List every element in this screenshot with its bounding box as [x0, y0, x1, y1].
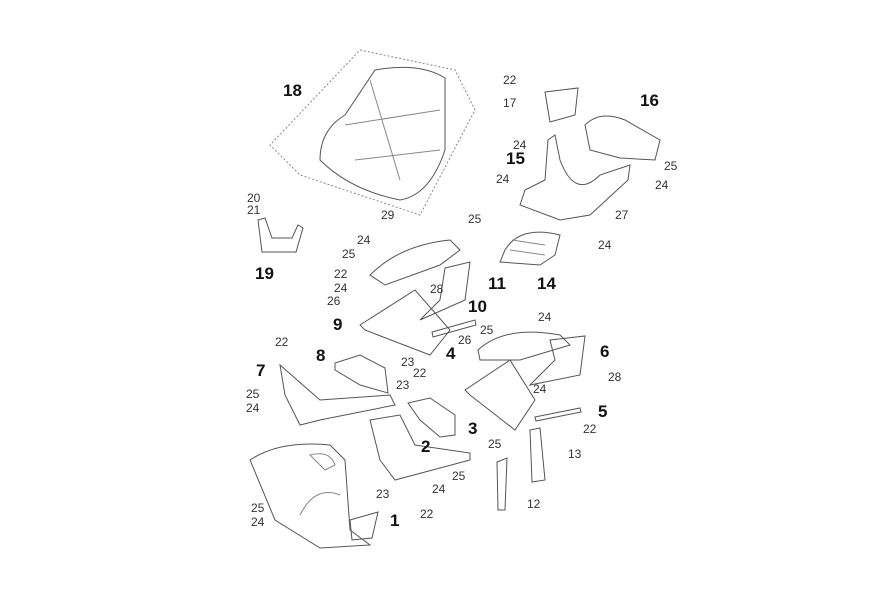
callout-13: 13: [568, 447, 582, 461]
callout-25: 25: [246, 387, 260, 401]
callout-28: 28: [608, 370, 622, 384]
callout-10: 10: [468, 297, 487, 316]
part-11b: [419, 261, 471, 321]
part-6: [528, 335, 586, 386]
callout-24: 24: [496, 172, 510, 186]
callout-17: 17: [503, 96, 517, 110]
callout-24: 24: [538, 310, 552, 324]
windshield-group-outline: [269, 49, 476, 216]
callout-24: 24: [334, 281, 348, 295]
part-15: [519, 134, 631, 221]
callout-24: 24: [655, 178, 669, 192]
callout-26: 26: [458, 333, 472, 347]
callout-11: 11: [488, 274, 506, 293]
callout-25: 25: [488, 437, 502, 451]
part-14: [499, 231, 561, 266]
callout-6: 6: [600, 342, 610, 361]
part-1-fin: [349, 511, 379, 541]
callout-15: 15: [506, 149, 525, 168]
callout-24: 24: [533, 382, 547, 396]
callout-24: 24: [598, 238, 612, 252]
callout-22: 22: [275, 335, 289, 349]
callout-5: 5: [598, 402, 608, 421]
callout-27: 27: [615, 208, 629, 222]
callout-3: 3: [468, 419, 478, 438]
part-13: [529, 427, 546, 483]
part-16: [584, 115, 661, 161]
callout-19: 19: [255, 264, 274, 283]
callout-12: 12: [527, 497, 541, 511]
callout-23: 23: [396, 378, 410, 392]
callout-8: 8: [316, 346, 326, 365]
part-17: [544, 87, 579, 123]
callout-25: 25: [480, 323, 494, 337]
callout-24: 24: [357, 233, 371, 247]
part-1: [249, 443, 372, 549]
callout-22: 22: [334, 267, 348, 281]
part-19: [257, 217, 304, 253]
callout-21: 21: [247, 203, 261, 217]
callout-28: 28: [430, 282, 444, 296]
part-2: [369, 414, 471, 481]
callout-24: 24: [251, 515, 265, 529]
callout-26: 26: [327, 294, 341, 308]
part-11: [369, 239, 461, 286]
callout-29: 29: [381, 208, 395, 222]
part-4: [477, 331, 571, 361]
callout-25: 25: [468, 212, 482, 226]
callout-23: 23: [376, 487, 390, 501]
part-5: [534, 407, 582, 422]
callout-22: 22: [420, 507, 434, 521]
callout-9: 9: [333, 315, 343, 334]
callout-22: 22: [503, 73, 517, 87]
callout-25: 25: [251, 501, 265, 515]
callout-22: 22: [413, 366, 427, 380]
part-9: [359, 289, 451, 356]
part-12: [496, 457, 508, 511]
callout-18: 18: [283, 81, 302, 100]
part-10: [431, 319, 477, 338]
callout-16: 16: [640, 91, 659, 110]
part-7: [279, 363, 396, 426]
callout-2: 2: [421, 437, 431, 456]
callout-14: 14: [537, 274, 556, 293]
callout-24: 24: [513, 138, 527, 152]
callout-20: 20: [247, 191, 261, 205]
callout-24: 24: [246, 401, 260, 415]
callout-4: 4: [446, 344, 456, 363]
callout-24: 24: [432, 482, 446, 496]
callout-23: 23: [401, 355, 415, 369]
part-4-lower: [464, 359, 536, 431]
callout-7: 7: [256, 361, 266, 380]
callout-22: 22: [583, 422, 597, 436]
callout-25: 25: [452, 469, 466, 483]
windshield: [319, 66, 446, 201]
callout-25: 25: [342, 247, 356, 261]
part-8: [334, 354, 389, 394]
part-3: [407, 397, 456, 438]
callout-1: 1: [390, 511, 400, 530]
callout-25: 25: [664, 159, 678, 173]
